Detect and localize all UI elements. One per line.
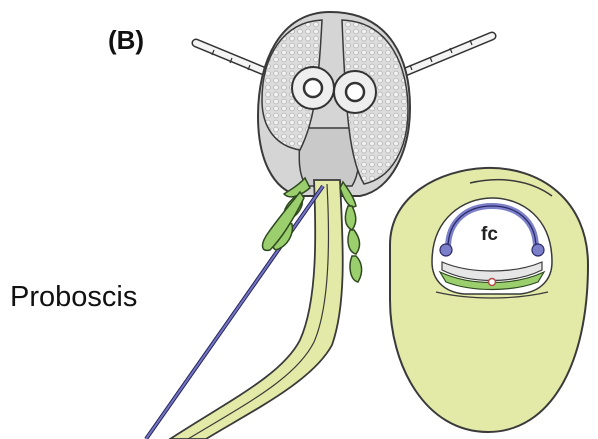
right-antenna-socket [334, 71, 376, 113]
panel-label: (B) [108, 25, 144, 55]
proboscis-cross-section: fc [390, 168, 588, 432]
proboscis-label: Proboscis [10, 281, 137, 313]
proboscis [170, 180, 343, 439]
food-canal-label: fc [481, 224, 498, 245]
left-antenna-socket [292, 67, 334, 109]
